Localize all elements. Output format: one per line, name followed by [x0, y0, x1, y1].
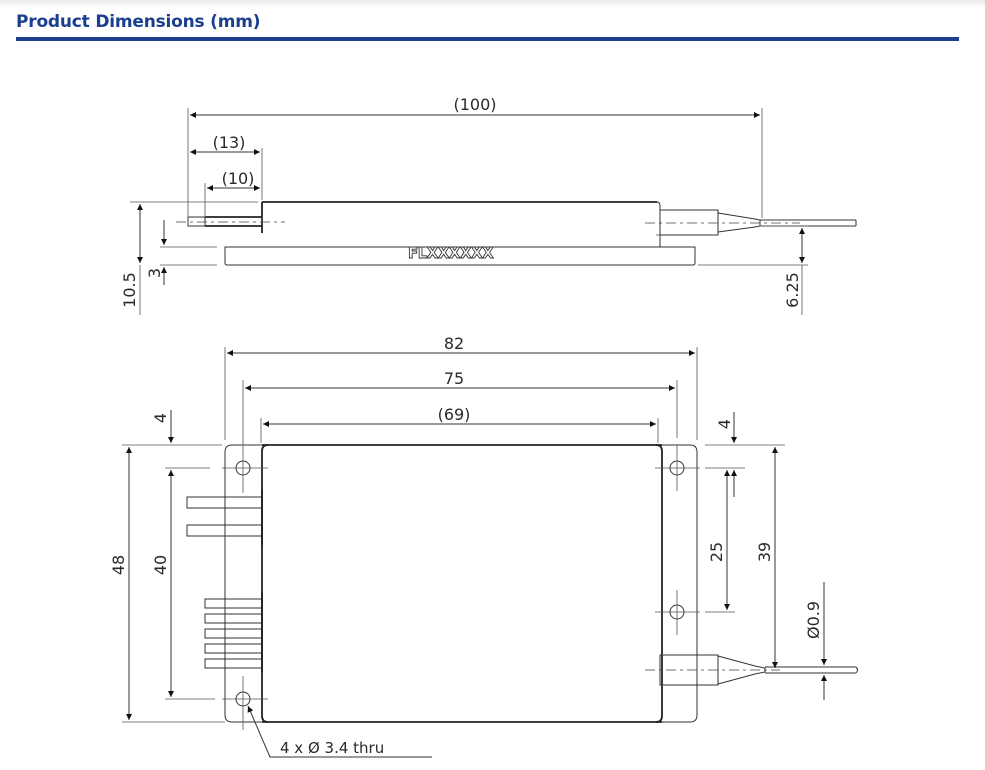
mounting-holes [222, 438, 700, 730]
side-body: FLXXXXXX [130, 201, 857, 266]
dim-fiber-offset: 39 [755, 542, 774, 562]
section-header: Product Dimensions (mm) [16, 10, 959, 41]
section-title: Product Dimensions (mm) [16, 12, 261, 32]
dim-flange-width: 82 [444, 334, 464, 353]
dim-hole-spacing-right: 25 [707, 542, 726, 562]
product-label: FLXXXXXX [408, 244, 494, 262]
dim-fiber-diameter: Ø0.9 [804, 601, 823, 639]
side-view: FLXXXXXX (100) (13) (10) 10.5 3 6.25 [120, 95, 857, 315]
dim-pigtail-b: (10) [222, 169, 255, 188]
dim-pigtail-a: (13) [213, 133, 246, 152]
dim-total-height: 10.5 [120, 272, 139, 308]
dim-fiber-height: 6.25 [783, 272, 802, 308]
pin [204, 628, 263, 639]
fiber-boot [645, 654, 858, 686]
dim-hole-offset-right: 4 [715, 419, 734, 429]
top-view: 82 75 (69) 48 40 4 4 25 [109, 334, 858, 758]
dim-total-depth: 48 [109, 555, 128, 575]
hole-note: 4 x Ø 3.4 thru [280, 739, 384, 757]
flange-outline [224, 444, 698, 723]
dim-hole-spacing-x: 75 [444, 369, 464, 388]
pin [204, 613, 263, 624]
pin [204, 598, 263, 609]
dim-overall-length: (100) [453, 95, 496, 114]
dim-hole-offset-left: 4 [151, 413, 170, 423]
electrical-pins [186, 490, 263, 672]
top-shadow [0, 0, 985, 8]
dim-body-width: (69) [438, 405, 471, 424]
title-underline [16, 37, 959, 41]
pin [204, 658, 263, 669]
pin [204, 643, 263, 654]
hole-note-leader [247, 705, 432, 758]
dim-flange-height: 3 [145, 268, 164, 278]
dim-hole-spacing-y: 40 [151, 555, 170, 575]
